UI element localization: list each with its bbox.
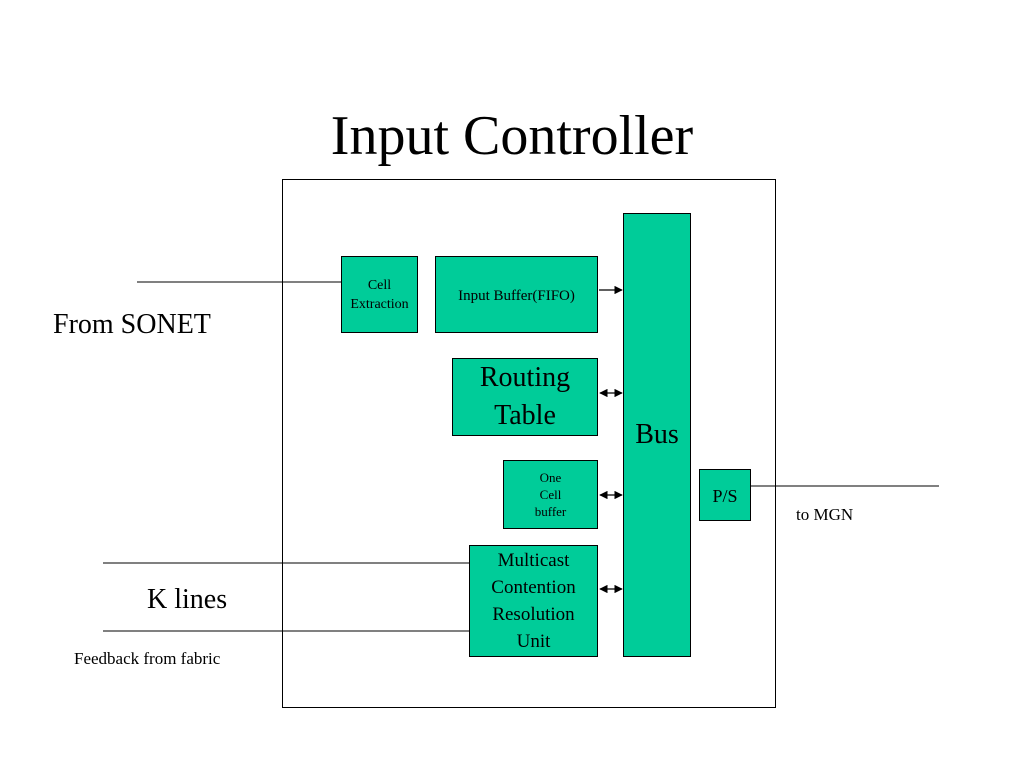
controller-frame <box>282 179 776 708</box>
to-mgn-label: to MGN <box>796 505 854 524</box>
feedback-from-fabric-label: Feedback from fabric <box>74 649 221 668</box>
k-lines-label: K lines <box>147 584 228 615</box>
input-buffer-block: Input Buffer(FIFO) <box>435 256 598 333</box>
routing-table-block: Routing Table <box>452 358 598 436</box>
multicast-contention-resolution-unit-block: Multicast Contention Resolution Unit <box>469 545 598 657</box>
ps-block: P/S <box>699 469 751 521</box>
one-cell-buffer-block: One Cell buffer <box>503 460 598 529</box>
from-sonet-label: From SONET <box>53 309 211 340</box>
cell-extraction-block: Cell Extraction <box>341 256 418 333</box>
bus-block: Bus <box>623 213 691 657</box>
slide-title: Input Controller <box>330 105 694 167</box>
